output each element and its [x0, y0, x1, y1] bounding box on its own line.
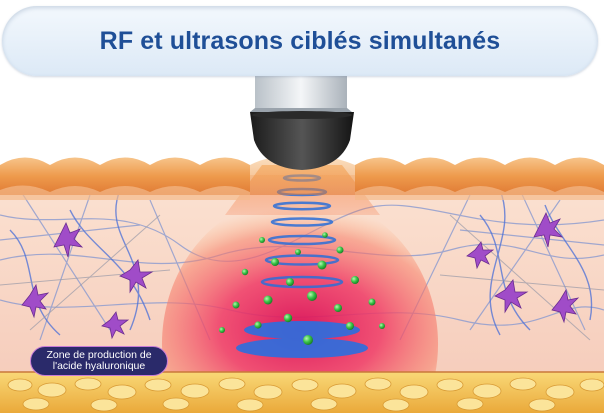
title-banner: RF et ultrasons ciblés simultanés [2, 6, 598, 76]
zone-label-line-2: l'acide hyaluronique [52, 360, 146, 372]
ultrasound-probe-icon [250, 60, 354, 170]
page-title: RF et ultrasons ciblés simultanés [99, 26, 501, 55]
zone-label-line-1: Zone de production de [46, 349, 152, 361]
